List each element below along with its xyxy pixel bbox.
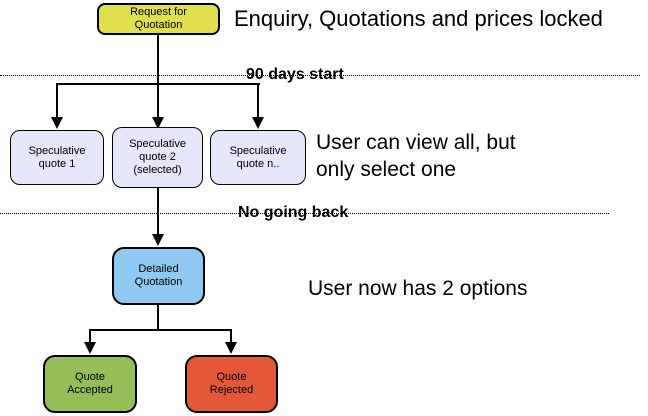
connector-drop-accepted (89, 331, 91, 343)
connector-drop-spec2 (157, 85, 159, 118)
node-quote-rejected: Quote Rejected (185, 355, 278, 413)
annotation-two-options: User now has 2 options (308, 277, 528, 300)
arrowhead-rejected (225, 342, 237, 354)
connector-spec2-to-detailed (157, 188, 159, 235)
milestone-90-days-start: 90 days start (246, 66, 344, 83)
connector-branch-top (56, 83, 260, 85)
connector-request-down (157, 35, 159, 83)
phase-divider-no-going-back-line (0, 213, 609, 214)
node-speculative-quote-n: Speculative quote n.. (210, 130, 306, 185)
arrowhead-accepted (84, 342, 96, 354)
node-speculative-quote-1-label: Speculative quote 1 (28, 144, 86, 170)
connector-branch-bottom (89, 329, 232, 331)
node-request-for-quotation: Request for Quotation (97, 3, 220, 35)
node-quote-accepted-label: Quote Accepted (67, 371, 113, 396)
node-detailed-quotation: Detailed Quotation (112, 247, 205, 305)
arrowhead-spec3 (252, 117, 264, 129)
connector-drop-spec3 (257, 85, 259, 118)
node-quote-rejected-label: Quote Rejected (209, 371, 254, 396)
node-speculative-quote-2: Speculative quote 2 (selected) (112, 127, 203, 188)
node-speculative-quote-1: Speculative quote 1 (10, 130, 104, 185)
node-detailed-quotation-label: Detailed Quotation (134, 263, 183, 288)
connector-drop-rejected (230, 331, 232, 343)
connector-detailed-down (157, 305, 159, 331)
arrowhead-spec2 (152, 117, 164, 129)
phase-divider-90-days-line (0, 75, 640, 76)
annotation-view-all: User can view all, but only select one (316, 131, 516, 181)
arrowhead-detailed (152, 234, 164, 246)
node-quote-accepted: Quote Accepted (43, 355, 137, 413)
node-request-for-quotation-label: Request for Quotation (130, 6, 187, 31)
connector-drop-spec1 (56, 85, 58, 118)
node-speculative-quote-2-label: Speculative quote 2 (selected) (129, 138, 186, 176)
arrowhead-spec1 (51, 117, 63, 129)
node-speculative-quote-n-label: Speculative quote n.. (229, 144, 287, 170)
annotation-prices-locked: Enquiry, Quotations and prices locked (234, 6, 603, 31)
milestone-no-going-back: No going back (238, 204, 349, 221)
